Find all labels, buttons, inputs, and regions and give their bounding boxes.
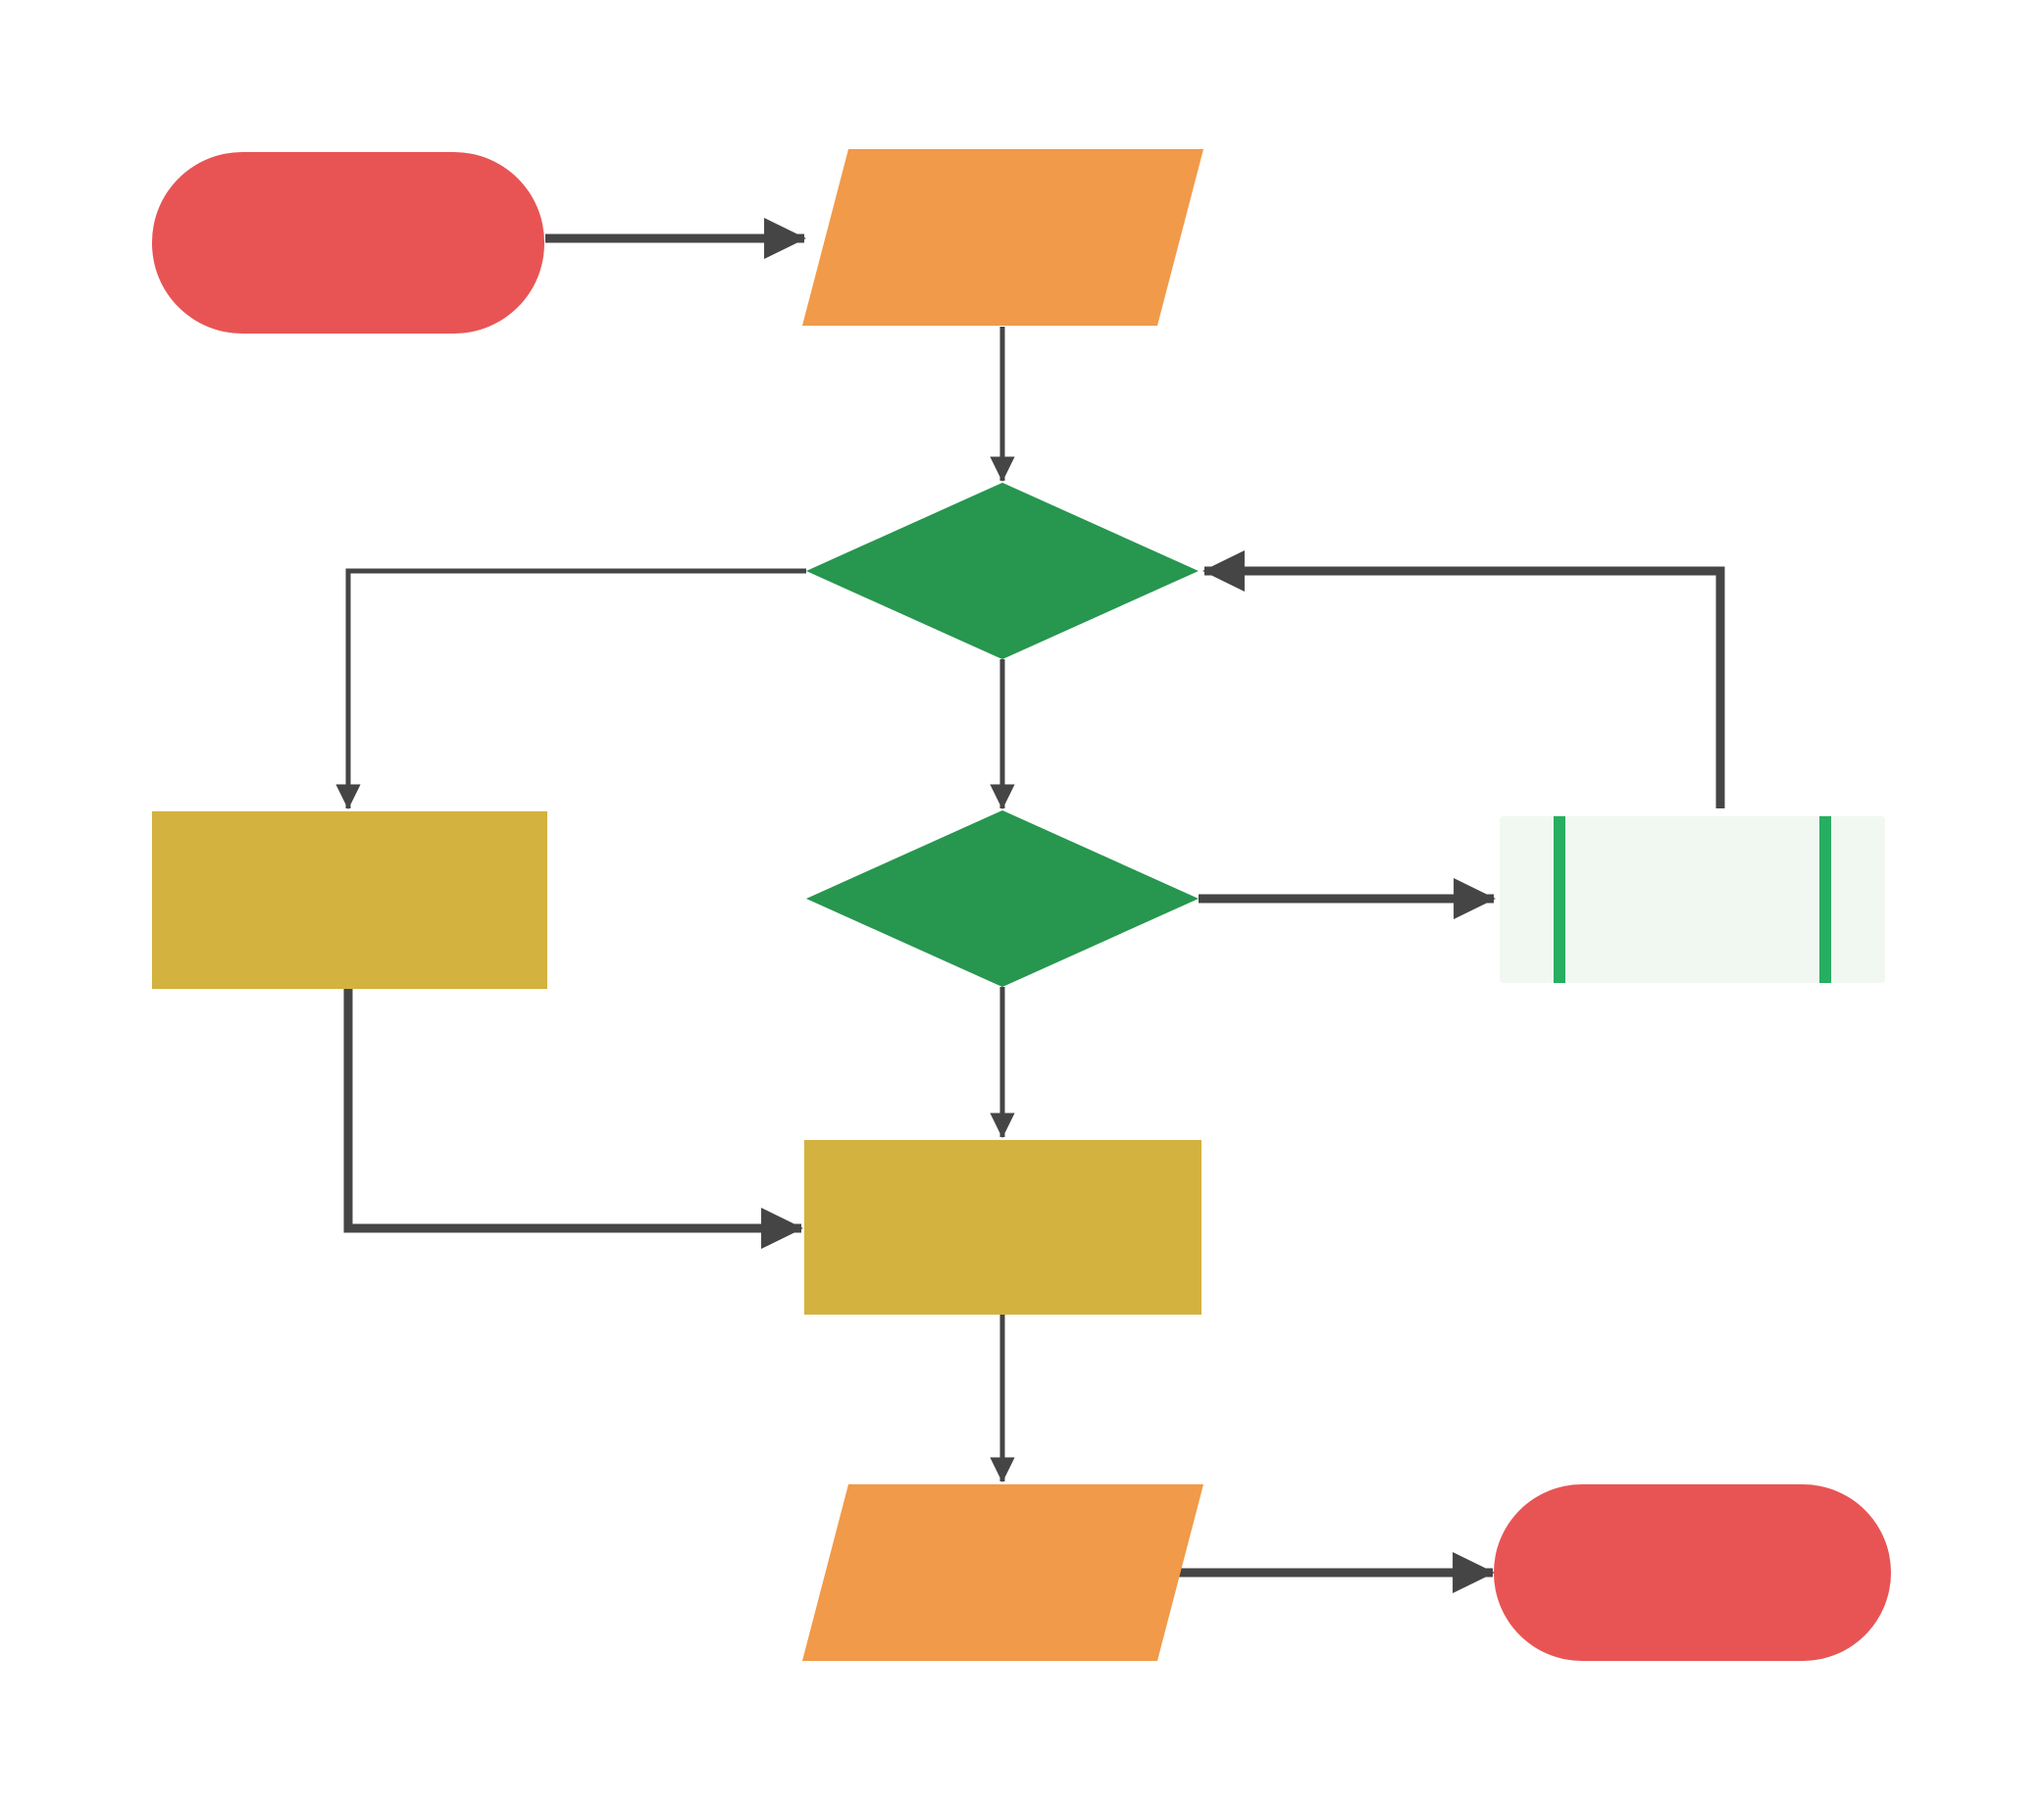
node-layer: [152, 149, 1891, 1661]
edge-process-left-to-process-merge: [343, 989, 803, 1250]
start-terminator-shape[interactable]: [152, 152, 544, 334]
process-merge-shape[interactable]: [804, 1140, 1201, 1315]
decision-1-shape[interactable]: [806, 483, 1199, 659]
node-process-left[interactable]: [152, 811, 547, 989]
input-parallelogram-shape[interactable]: [802, 149, 1203, 326]
node-start-terminator[interactable]: [152, 152, 544, 334]
node-process-merge[interactable]: [804, 1140, 1201, 1315]
edge-path: [335, 568, 806, 810]
node-decision-1[interactable]: [806, 483, 1199, 659]
node-input-parallelogram[interactable]: [802, 149, 1203, 326]
decision-2-shape[interactable]: [806, 810, 1199, 987]
subroutine-outer-shape[interactable]: [1500, 816, 1885, 983]
node-subroutine[interactable]: [1500, 816, 1885, 983]
node-end-terminator[interactable]: [1494, 1484, 1891, 1661]
process-left-shape[interactable]: [152, 811, 547, 989]
output-parallelogram-shape[interactable]: [802, 1484, 1203, 1661]
node-decision-2[interactable]: [806, 810, 1199, 987]
end-terminator-shape[interactable]: [1494, 1484, 1891, 1661]
edge-path: [343, 989, 803, 1250]
edge-subroutine-to-decision1: [1202, 549, 1725, 808]
edge-layer: [335, 217, 1725, 1594]
node-output-parallelogram[interactable]: [802, 1484, 1203, 1661]
edge-path: [1202, 549, 1725, 808]
edge-decision1-to-process-left: [335, 568, 806, 810]
